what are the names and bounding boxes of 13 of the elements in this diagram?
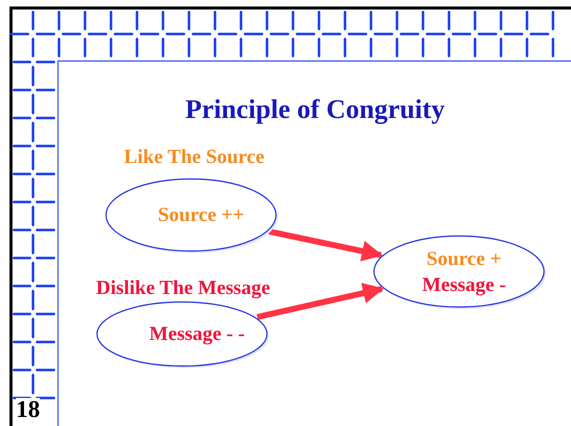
arrow [256,282,384,320]
node-heading: Like The Source [124,146,264,169]
ellipse-node [104,177,278,253]
node-label: Source + [426,246,502,272]
node-label: Source ++ [158,203,244,228]
node-heading: Dislike The Message [96,277,270,300]
ellipse-node [372,234,546,309]
page-number: 18 [16,398,40,422]
node-label: Message - - [149,322,245,347]
title: Principle of Congruity [184,94,446,125]
ellipse-node [95,300,269,368]
arrow [268,228,383,262]
node-label: Message - [422,272,506,298]
